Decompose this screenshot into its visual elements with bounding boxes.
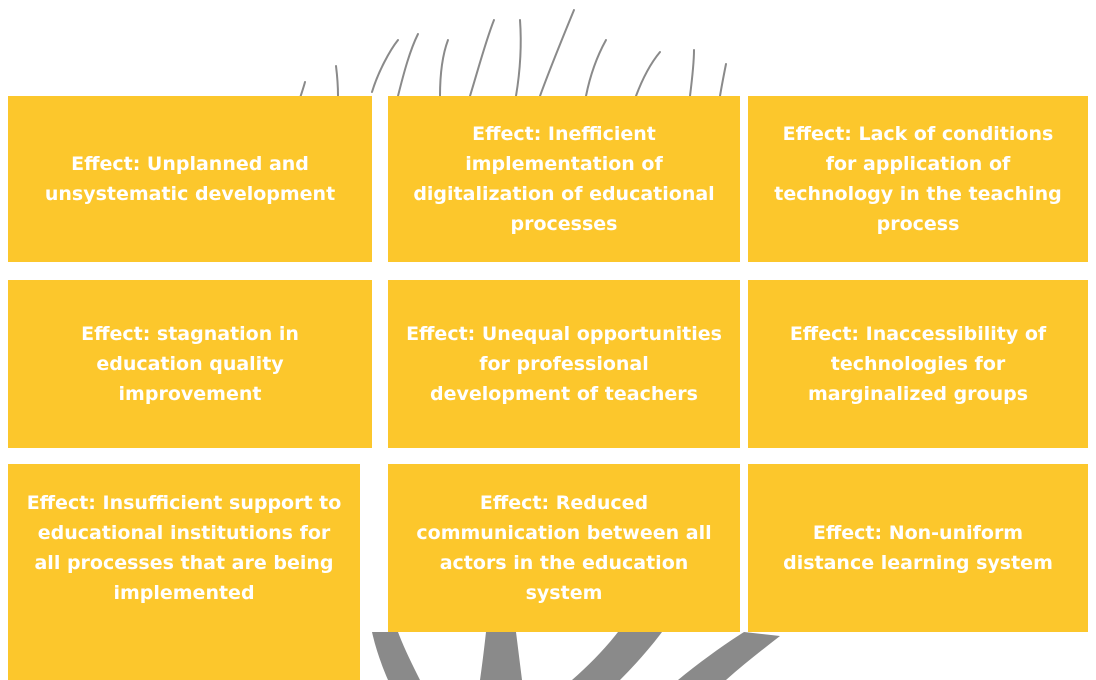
effect-box-3: Effect: Lack of conditions for applicati… bbox=[748, 96, 1088, 262]
effect-label: Effect: Unequal opportunities for profes… bbox=[406, 323, 722, 405]
effect-label: Effect: Insufficient support to educatio… bbox=[26, 492, 342, 604]
branch-line bbox=[585, 39, 607, 97]
branch-line bbox=[635, 51, 661, 97]
effect-label: Effect: stagnation in education quality … bbox=[81, 323, 299, 405]
branch-line bbox=[515, 19, 522, 97]
branch-line bbox=[539, 9, 575, 97]
effect-label: Effect: Unplanned and unsystematic devel… bbox=[44, 153, 336, 205]
branch-line bbox=[689, 49, 695, 97]
branch-line bbox=[397, 33, 419, 97]
effect-box-5: Effect: Unequal opportunities for profes… bbox=[388, 280, 740, 448]
trunk-shape bbox=[372, 632, 420, 680]
effect-box-6: Effect: Inaccessibility of technologies … bbox=[748, 280, 1088, 448]
branch-line bbox=[439, 39, 449, 97]
trunk-shape bbox=[572, 632, 662, 680]
branch-line bbox=[371, 39, 399, 93]
branch-line bbox=[469, 19, 495, 97]
effect-box-4: Effect: stagnation in education quality … bbox=[8, 280, 372, 448]
effect-label: Effect: Inefficient implementation of di… bbox=[413, 123, 715, 235]
trunk-shape bbox=[678, 632, 780, 680]
effect-box-9: Effect: Non-uniform distance learning sy… bbox=[748, 464, 1088, 632]
effect-box-8: Effect: Reduced communication between al… bbox=[388, 464, 740, 632]
effect-label: Effect: Inaccessibility of technologies … bbox=[789, 323, 1047, 405]
branch-line bbox=[335, 65, 339, 97]
effect-box-2: Effect: Inefficient implementation of di… bbox=[388, 96, 740, 262]
branch-line bbox=[719, 63, 727, 97]
effect-label: Effect: Non-uniform distance learning sy… bbox=[783, 522, 1053, 574]
effect-label: Effect: Lack of conditions for applicati… bbox=[774, 123, 1062, 235]
trunk-shape bbox=[480, 632, 522, 680]
effect-label: Effect: Reduced communication between al… bbox=[416, 492, 712, 604]
effect-box-7: Effect: Insufficient support to educatio… bbox=[8, 464, 360, 680]
effect-box-1: Effect: Unplanned and unsystematic devel… bbox=[8, 96, 372, 262]
